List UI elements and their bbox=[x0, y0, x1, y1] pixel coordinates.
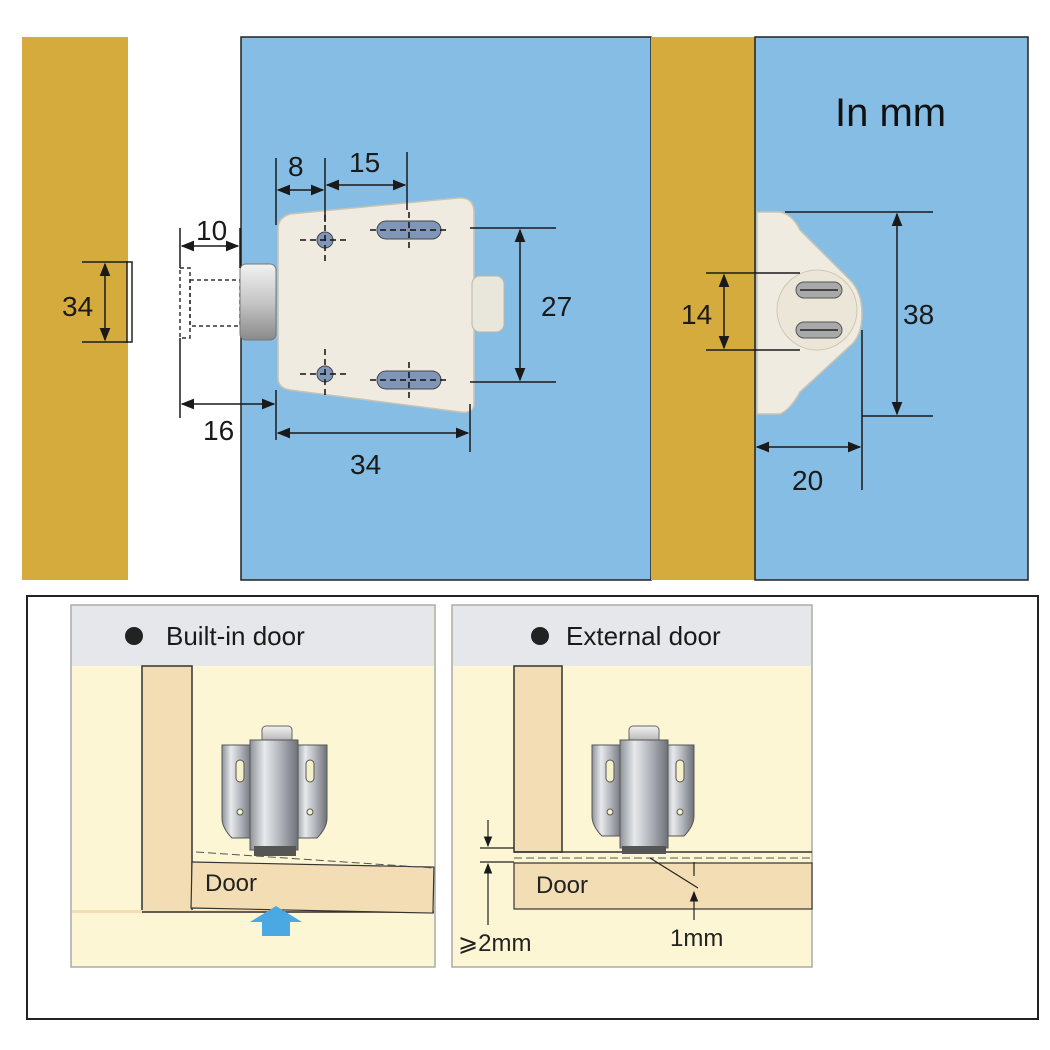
gap2-label: 1mm bbox=[670, 925, 723, 952]
dim-hole-offsets bbox=[275, 152, 408, 225]
gap-marker bbox=[480, 820, 699, 925]
dim-label-catch-height: 14 bbox=[681, 299, 712, 330]
dim-body-length bbox=[276, 404, 471, 452]
catch-plate bbox=[756, 211, 863, 415]
unit-note: In mm bbox=[835, 91, 946, 135]
dim-label-hole-offset: 8 bbox=[288, 151, 304, 182]
push-arrow-icon bbox=[250, 906, 302, 936]
dim-body-height bbox=[470, 227, 556, 383]
gap-label: ⩾2mm bbox=[458, 930, 531, 957]
bottom-frame bbox=[26, 595, 1039, 1020]
dim-label-plunger-offset: 10 bbox=[196, 215, 227, 246]
dim-catch-height bbox=[706, 272, 800, 351]
dim-label-body-height: 27 bbox=[541, 291, 572, 322]
metal-latch-built-in bbox=[221, 725, 328, 856]
built-in-title: Built-in door bbox=[166, 621, 305, 651]
bullet-icon bbox=[125, 627, 143, 645]
dim-label-left-height: 34 bbox=[62, 291, 93, 322]
strike-plate-edge bbox=[126, 261, 133, 343]
dim-plate-depth bbox=[755, 330, 863, 490]
top-section: 34 bbox=[22, 36, 1029, 581]
built-in-door-label: Door bbox=[205, 870, 257, 897]
plunger-extended-outline bbox=[179, 267, 241, 339]
dim-label-slot-spacing: 15 bbox=[349, 147, 380, 178]
bullet-icon bbox=[531, 627, 549, 645]
dim-label-plate-depth: 20 bbox=[792, 465, 823, 496]
dim-left-height: 34 bbox=[62, 261, 128, 343]
panel-built-in-door: Built-in door Door bbox=[70, 604, 436, 968]
metal-latch-external bbox=[591, 725, 695, 854]
dim-body-setback bbox=[179, 338, 277, 440]
dim-label-body-length: 34 bbox=[350, 449, 381, 480]
bottom-section: Built-in door Door bbox=[26, 595, 1039, 1020]
push-latch-body bbox=[239, 197, 505, 414]
panel-external-door: External door Door ⩾2mm 1mm bbox=[451, 604, 813, 968]
dim-plunger-offset bbox=[179, 228, 241, 268]
dim-label-plate-height: 38 bbox=[903, 299, 934, 330]
catch-screws bbox=[795, 281, 843, 339]
external-title: External door bbox=[566, 621, 721, 651]
wood-strip-right bbox=[651, 37, 755, 580]
dim-plate-height bbox=[785, 211, 933, 417]
dim-label-body-setback: 16 bbox=[203, 415, 234, 446]
external-door-label: Door bbox=[536, 872, 588, 899]
